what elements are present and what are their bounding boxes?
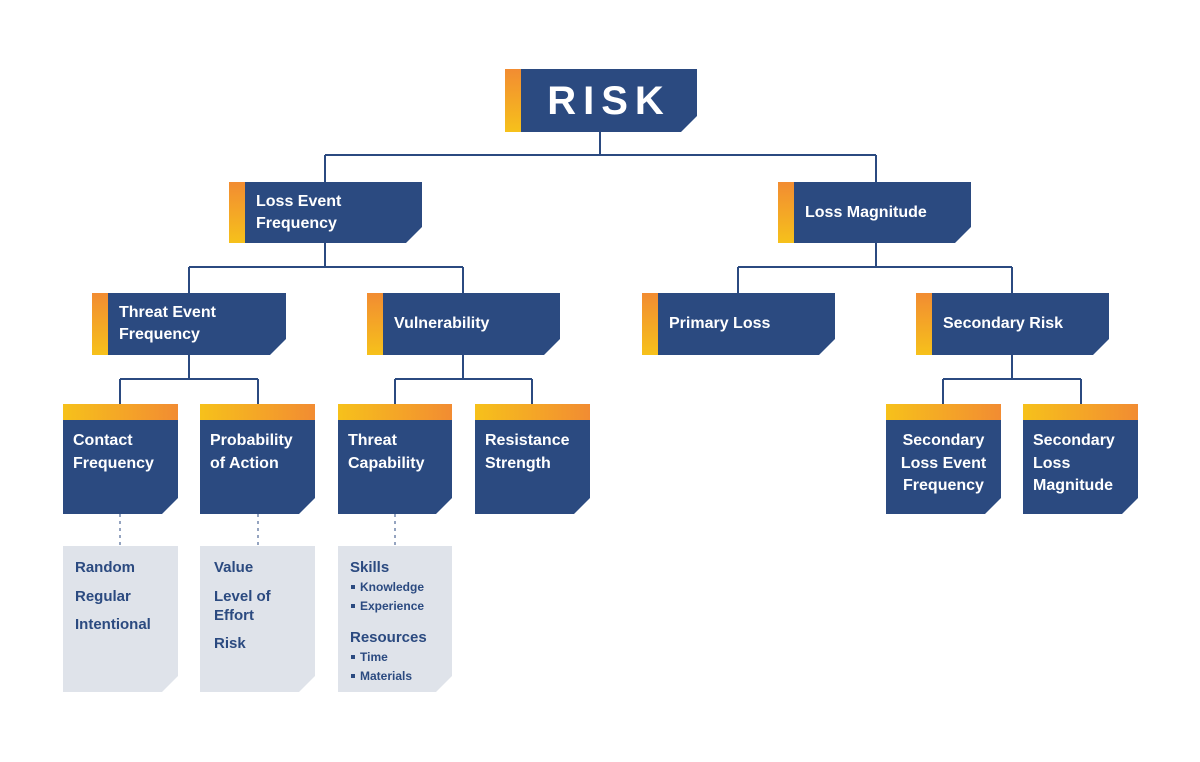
node-vulnerability: Vulnerability — [367, 293, 560, 355]
detail-subitem: Materials — [350, 667, 444, 686]
detail-subitem: Experience — [350, 597, 444, 616]
node-probability-of-action: Probability of Action — [200, 404, 315, 514]
detail-item: Regular — [75, 587, 131, 605]
node-threat-capability: Threat Capability — [338, 404, 452, 514]
node-contact-frequency-label: Contact Frequency — [73, 432, 154, 472]
detail-item: Intentional — [75, 616, 151, 633]
detail-subitem-label: Time — [360, 650, 388, 664]
detail-group-resources: Resources Time Materials — [350, 628, 444, 686]
node-primary-loss-label: Primary Loss — [669, 315, 771, 332]
node-secondary-risk-label: Secondary Risk — [943, 315, 1064, 332]
node-threat-event-frequency-label: Threat Event Frequency — [119, 304, 216, 343]
node-loss-magnitude-label: Loss Magnitude — [805, 203, 927, 221]
node-probability-of-action-label: Probability of Action — [210, 432, 293, 472]
node-vulnerability-label: Vulnerability — [394, 315, 490, 332]
detail-subitem-label: Materials — [360, 669, 413, 683]
detail-group-skills: Skills Knowledge Experience — [350, 558, 444, 616]
node-secondary-risk: Secondary Risk — [916, 293, 1109, 355]
detail-card-contact-frequency: Random Regular Intentional — [63, 546, 178, 692]
node-contact-frequency: Contact Frequency — [63, 404, 178, 514]
node-risk-label: RISK — [547, 78, 671, 123]
detail-card-probability-of-action: Value Level of Effort Risk — [200, 546, 315, 692]
detail-item: Value — [214, 559, 254, 576]
node-threat-capability-label: Threat Capability — [348, 432, 425, 472]
bullet-icon — [351, 585, 355, 589]
node-loss-event-frequency: Loss Event Frequency — [229, 182, 422, 243]
detail-subitem: Time — [350, 648, 444, 667]
bullet-icon — [351, 674, 355, 678]
node-threat-event-frequency: Threat Event Frequency — [92, 293, 286, 355]
node-loss-event-frequency-label: Loss Event Frequency — [256, 192, 342, 232]
detail-subitem-label: Experience — [360, 599, 425, 613]
detail-group-title: Resources — [350, 629, 427, 646]
detail-item: Random — [75, 559, 135, 576]
detail-subitem-label: Knowledge — [360, 580, 425, 594]
detail-item: Risk — [214, 635, 246, 652]
detail-card-threat-capability: Skills Knowledge Experience Resources Ti… — [338, 546, 452, 692]
node-primary-loss: Primary Loss — [642, 293, 835, 355]
bullet-icon — [351, 604, 355, 608]
node-loss-magnitude: Loss Magnitude — [778, 182, 971, 243]
node-secondary-loss-magnitude: Secondary Loss Magnitude — [1023, 404, 1138, 514]
node-secondary-loss-magnitude-label: Secondary Loss Magnitude — [1033, 432, 1115, 494]
node-resistance-strength: Resistance Strength — [475, 404, 590, 514]
node-resistance-strength-label: Resistance Strength — [485, 432, 570, 472]
node-secondary-loss-event-frequency-label: Secondary Loss Event Frequency — [900, 432, 987, 494]
detail-subitem: Knowledge — [350, 578, 444, 597]
detail-item: Level of Effort — [214, 587, 271, 624]
node-risk: RISK — [505, 69, 697, 132]
detail-group-title: Skills — [350, 559, 390, 576]
node-secondary-loss-event-frequency: Secondary Loss Event Frequency — [886, 404, 1001, 514]
bullet-icon — [351, 655, 355, 659]
